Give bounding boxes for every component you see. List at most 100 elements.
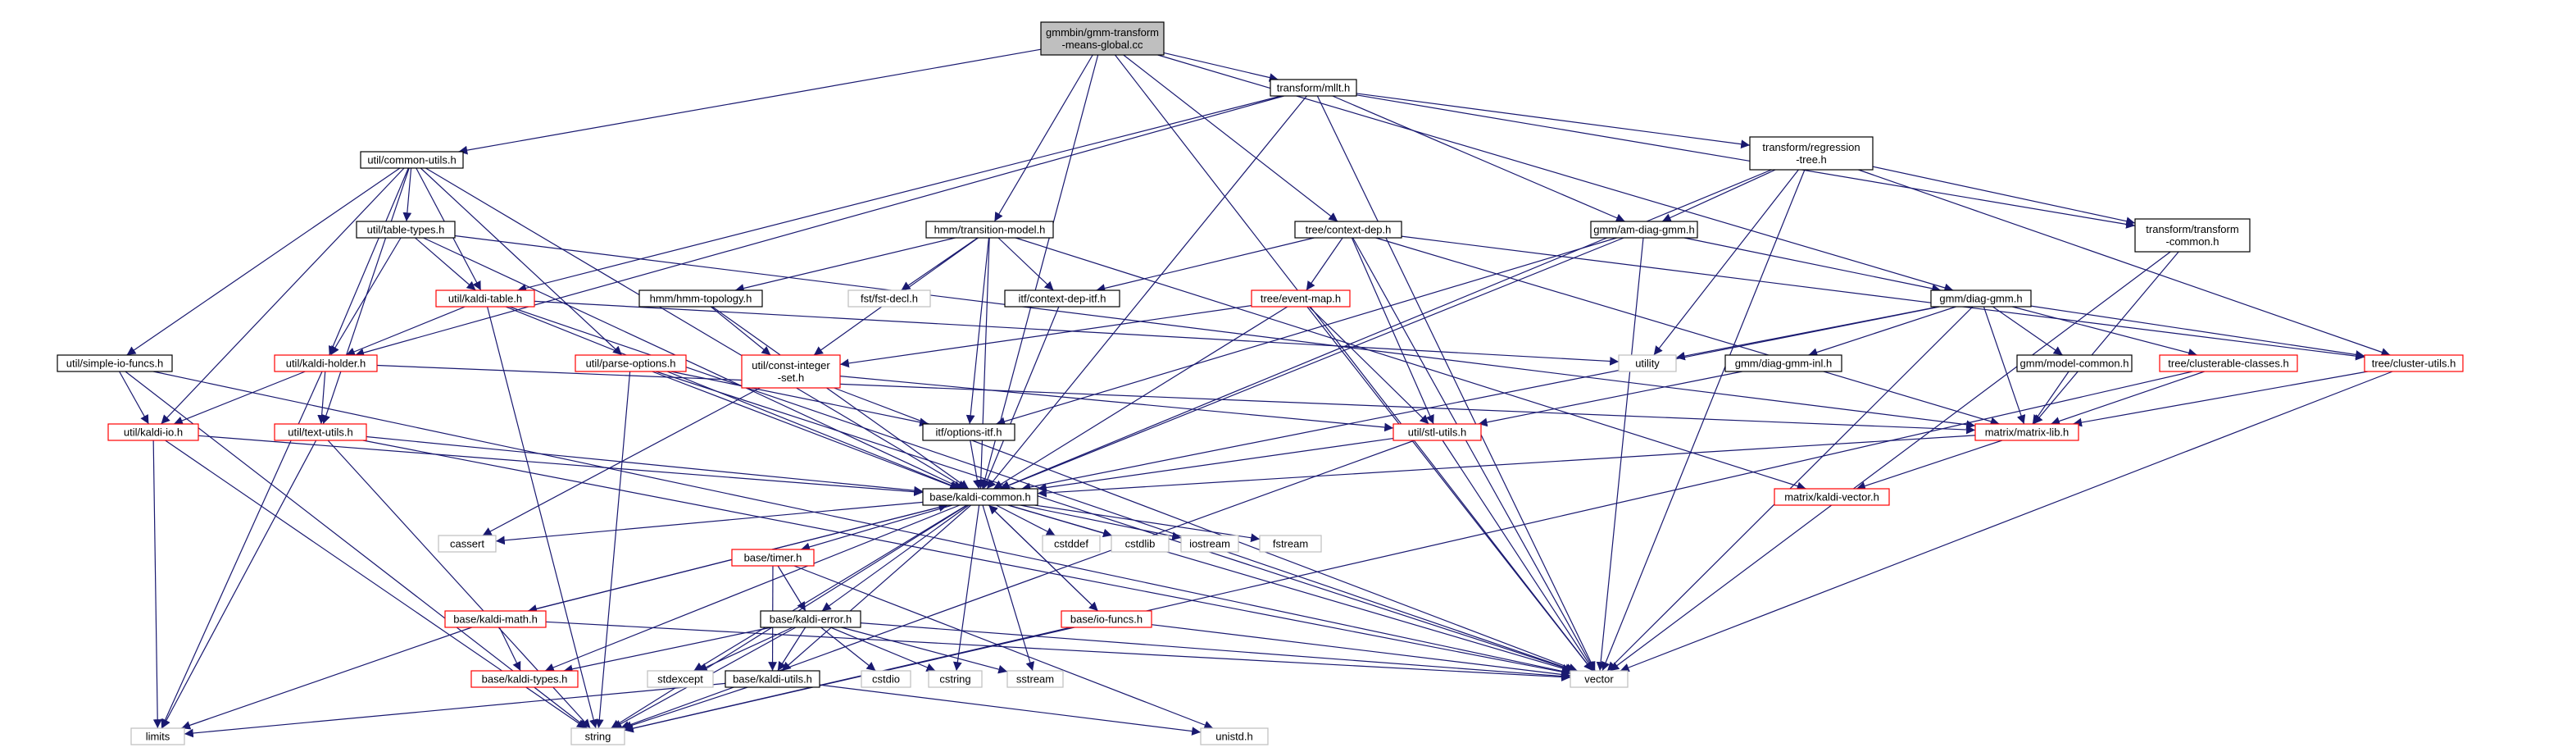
- node-box: [1006, 670, 1064, 688]
- node-fst-decl[interactable]: fst/fst-decl.h: [847, 289, 931, 308]
- node-timer[interactable]: base/timer.h: [731, 549, 815, 567]
- edge-parse_options-to-kaldi_common: [652, 371, 960, 490]
- edge-table_types-to-kaldi_common: [423, 237, 963, 490]
- edge-transition_model-to-context_dep_itf: [997, 237, 1054, 291]
- node-label: itf/context-dep-itf.h: [1019, 293, 1106, 305]
- node-diag-gmm[interactable]: gmm/diag-gmm.h: [1930, 289, 2032, 308]
- node-kaldi-common[interactable]: base/kaldi-common.h: [922, 488, 1038, 506]
- node-box: [1200, 727, 1269, 745]
- node-label: util/table-types.h: [367, 224, 445, 236]
- node-label: gmm/diag-gmm.h: [1939, 293, 2022, 305]
- node-transition-model[interactable]: hmm/transition-model.h: [925, 221, 1054, 239]
- node-utility[interactable]: utility: [1618, 354, 1677, 372]
- node-label: tree/context-dep.h: [1306, 224, 1392, 236]
- edge-diag_gmm-to-model_common: [1992, 306, 2063, 356]
- node-simple-io-funcs[interactable]: util/simple-io-funcs.h: [57, 354, 173, 372]
- node-limits[interactable]: limits: [130, 727, 185, 745]
- node-label: cstdio: [872, 673, 900, 686]
- edge-io_funcs-to-kaldi_common: [988, 504, 1099, 612]
- node-kaldi-vector[interactable]: matrix/kaldi-vector.h: [1774, 488, 1890, 506]
- node-hmm-topology[interactable]: hmm/hmm-topology.h: [638, 289, 763, 308]
- edge-context_dep-to-matrix_lib: [1375, 237, 2000, 426]
- node-cstdlib[interactable]: cstdlib: [1111, 535, 1170, 553]
- node-label: cstring: [939, 673, 970, 686]
- edge-kaldi_error-to-stdexcept: [697, 627, 793, 672]
- node-am-diag-gmm[interactable]: gmm/am-diag-gmm.h: [1590, 221, 1698, 239]
- edge-root-to-common_utils: [458, 48, 1042, 155]
- node-options-itf[interactable]: itf/options-itf.h: [922, 423, 1015, 441]
- node-io-funcs[interactable]: base/io-funcs.h: [1061, 610, 1152, 628]
- node-vector[interactable]: vector: [1570, 670, 1629, 688]
- node-kaldi-error[interactable]: base/kaldi-error.h: [760, 610, 861, 628]
- node-context-dep[interactable]: tree/context-dep.h: [1294, 221, 1402, 239]
- node-box: [1270, 79, 1357, 97]
- edge-options_itf-to-kaldi_common: [970, 440, 982, 490]
- node-cstdio[interactable]: cstdio: [861, 670, 911, 688]
- node-label: -tree.h: [1796, 153, 1827, 166]
- edge-kaldi_error-to-cstdio: [820, 627, 876, 672]
- node-event-map[interactable]: tree/event-map.h: [1251, 289, 1351, 308]
- node-cluster-utils[interactable]: tree/cluster-utils.h: [2364, 354, 2464, 372]
- node-box: [274, 354, 378, 372]
- node-parse-options[interactable]: util/parse-options.h: [575, 354, 687, 372]
- edge-const_integer_set-to-stl_utils: [839, 376, 1394, 432]
- node-kaldi-table[interactable]: util/kaldi-table.h: [435, 289, 535, 308]
- node-box: [1974, 423, 2079, 441]
- edge-io_funcs-to-string: [624, 627, 1071, 733]
- edge-kaldi_holder-to-matrix_lib: [376, 364, 1976, 435]
- node-table-types[interactable]: util/table-types.h: [356, 221, 456, 239]
- edge-regression_tree-to-am_diag_gmm: [1661, 169, 1776, 222]
- node-kaldi-math[interactable]: base/kaldi-math.h: [444, 610, 547, 628]
- node-label: iostream: [1189, 538, 1230, 550]
- node-box: [2159, 354, 2298, 372]
- edge-table_types-to-matrix_lib: [454, 235, 1976, 430]
- edge-diag_gmm-to-diag_gmm_inl: [1808, 306, 1956, 357]
- node-stdexcept[interactable]: stdexcept: [647, 670, 714, 688]
- node-root[interactable]: gmmbin/gmm-transform-means-global.cc: [1040, 21, 1165, 56]
- node-transform-common[interactable]: transform/transform-common.h: [2134, 218, 2251, 253]
- node-kaldi-utils[interactable]: base/kaldi-utils.h: [725, 670, 820, 688]
- node-label: gmm/am-diag-gmm.h: [1593, 224, 1695, 236]
- node-regression-tree[interactable]: transform/regression-tree.h: [1749, 136, 1874, 171]
- edge-cluster_utils-to-vector: [1620, 371, 2393, 672]
- edge-timer-to-kaldi_error: [777, 565, 806, 612]
- node-const-integer-set[interactable]: util/const-integer-set.h: [741, 354, 841, 389]
- edge-common_utils-to-kaldi_io: [161, 167, 405, 425]
- edge-root-to-vector: [1115, 54, 1593, 672]
- edge-table_types-to-kaldi_holder: [329, 237, 402, 356]
- node-iostream[interactable]: iostream: [1180, 535, 1239, 553]
- node-matrix-lib[interactable]: matrix/matrix-lib.h: [1974, 423, 2079, 441]
- edge-mllt-to-regression_tree: [1356, 93, 1751, 149]
- node-mllt[interactable]: transform/mllt.h: [1270, 79, 1357, 97]
- node-fstream[interactable]: fstream: [1259, 535, 1322, 553]
- node-context-dep-itf[interactable]: itf/context-dep-itf.h: [1004, 289, 1120, 308]
- node-sstream[interactable]: sstream: [1006, 670, 1064, 688]
- node-unistd[interactable]: unistd.h: [1200, 727, 1269, 745]
- node-text-utils[interactable]: util/text-utils.h: [274, 423, 367, 441]
- edge-context_dep-to-event_map: [1306, 237, 1343, 291]
- node-kaldi-holder[interactable]: util/kaldi-holder.h: [274, 354, 378, 372]
- node-label: gmm/diag-gmm-inl.h: [1735, 358, 1832, 370]
- node-box: [1590, 221, 1698, 239]
- edge-kaldi_io-to-limits: [152, 440, 162, 729]
- edge-am_diag_gmm-to-kaldi_common: [1000, 237, 1624, 490]
- node-kaldi-io[interactable]: util/kaldi-io.h: [107, 423, 199, 441]
- node-cassert[interactable]: cassert: [438, 535, 497, 553]
- node-label: base/kaldi-utils.h: [733, 673, 812, 686]
- node-box: [1930, 289, 2032, 308]
- node-model-common[interactable]: gmm/model-common.h: [2016, 354, 2133, 372]
- node-clusterable-classes[interactable]: tree/clusterable-classes.h: [2159, 354, 2298, 372]
- node-cstddef[interactable]: cstddef: [1042, 535, 1101, 553]
- node-box: [1749, 136, 1874, 171]
- edge-am_diag_gmm-to-vector: [1596, 237, 1644, 672]
- node-label: base/io-funcs.h: [1070, 613, 1143, 626]
- node-stl-utils[interactable]: util/stl-utils.h: [1392, 423, 1482, 441]
- node-diag-gmm-inl[interactable]: gmm/diag-gmm-inl.h: [1724, 354, 1842, 372]
- node-string[interactable]: string: [570, 727, 625, 745]
- node-cstring[interactable]: cstring: [928, 670, 983, 688]
- edge-kaldi_math-to-limits: [181, 627, 472, 730]
- edge-simple_io_funcs-to-vector: [152, 371, 1571, 676]
- node-kaldi-types[interactable]: base/kaldi-types.h: [470, 670, 579, 688]
- node-common-utils[interactable]: util/common-utils.h: [360, 151, 464, 169]
